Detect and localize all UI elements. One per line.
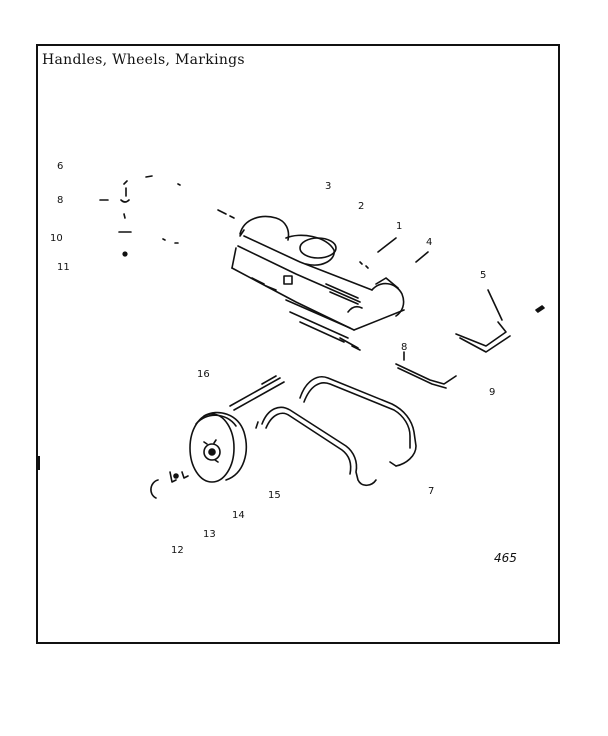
bracket-part-9: [395, 351, 457, 389]
callout-7: 7: [428, 486, 435, 497]
wheel-hardware: [150, 471, 189, 499]
callout-11: 11: [57, 262, 70, 273]
diagram-frame: [36, 44, 560, 644]
callout-14: 14: [232, 510, 245, 521]
callout-8b: 8: [401, 342, 408, 353]
callout-5: 5: [480, 270, 487, 281]
callout-6: 6: [57, 161, 64, 172]
callout-9: 9: [489, 387, 496, 398]
callout-2: 2: [358, 201, 365, 212]
callout-10: 10: [50, 233, 63, 244]
diagram-title: Handles, Wheels, Markings: [42, 52, 245, 68]
handle-part-5: [455, 305, 545, 353]
callout-13: 13: [203, 529, 216, 540]
axle-pin-part-16: [229, 375, 285, 411]
frame-edge-mark: [36, 456, 40, 470]
figure-number: 465: [494, 551, 517, 565]
hardware-parts: [99, 175, 181, 257]
callout-15: 15: [268, 490, 281, 501]
callout-1: 1: [396, 221, 403, 232]
stand-frame-part-7: [255, 376, 417, 487]
leader-lines: [377, 237, 503, 321]
callout-4: 4: [426, 237, 433, 248]
callout-3: 3: [325, 181, 332, 192]
heater-body: [217, 209, 405, 351]
callout-16: 16: [197, 369, 210, 380]
callout-8: 8: [57, 195, 64, 206]
wheel-part-15: [189, 411, 248, 483]
callout-12: 12: [171, 545, 184, 556]
